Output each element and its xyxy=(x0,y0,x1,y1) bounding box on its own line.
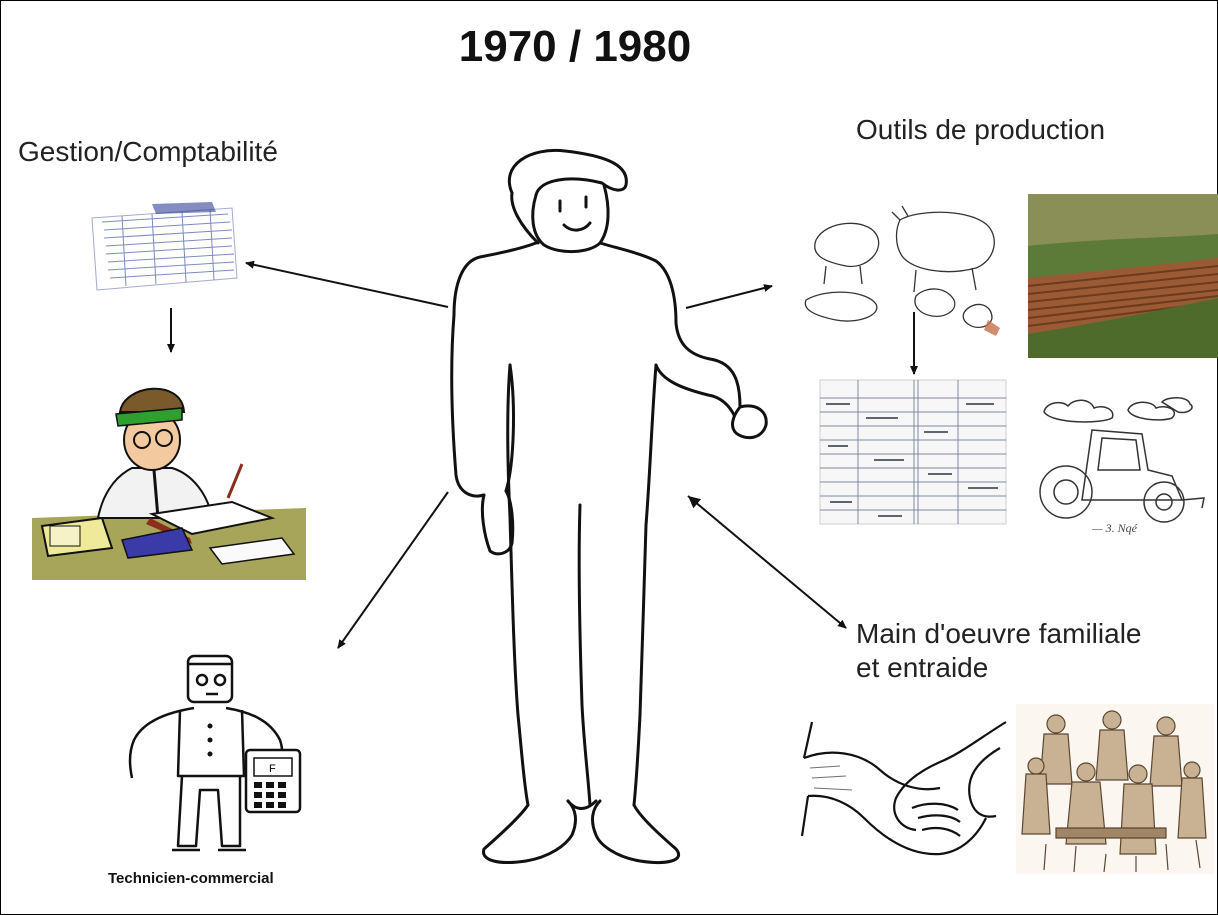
arrow-to-technicien xyxy=(337,491,449,649)
arrow-main-oeuvre-bidirectional xyxy=(687,495,847,629)
main-oeuvre-label-line1: Main d'oeuvre familiale xyxy=(856,618,1142,649)
main-oeuvre-label-line2: et entraide xyxy=(856,652,989,683)
diagram-title: 1970 / 1980 xyxy=(458,22,692,71)
register-document-icon xyxy=(819,379,1007,525)
technician-icon: F xyxy=(128,654,302,852)
tractor-caption: — 3. Nqé xyxy=(1091,521,1138,535)
animals-sketch-icon xyxy=(804,205,1000,336)
field-photo-icon xyxy=(1028,194,1218,358)
farmer-figure-icon xyxy=(450,148,768,864)
arrow-to-outils xyxy=(685,284,773,309)
outils-label: Outils de production xyxy=(856,114,1106,145)
family-group-icon xyxy=(1016,704,1214,874)
ledger-sketch-icon xyxy=(91,202,238,291)
tractor-sketch-icon: — 3. Nqé xyxy=(1039,397,1205,535)
arrow-to-gestion xyxy=(245,260,449,308)
accountant-icon xyxy=(32,387,306,580)
handshake-icon xyxy=(800,721,1007,856)
calculator-screen-text: F xyxy=(269,763,276,775)
technicien-label: Technicien-commercial xyxy=(108,870,274,887)
gestion-label: Gestion/Comptabilité xyxy=(18,136,278,167)
